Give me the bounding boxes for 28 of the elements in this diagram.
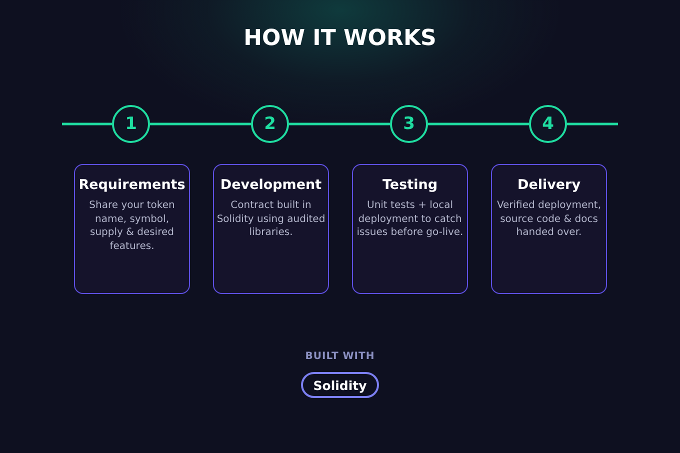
step-card <box>491 164 607 294</box>
timeline-line <box>289 122 390 126</box>
step-circle <box>112 105 150 143</box>
step-number: 3 <box>403 114 415 134</box>
card-heading: Development <box>219 177 323 193</box>
step-number: 1 <box>125 114 137 134</box>
step-circle <box>529 105 567 143</box>
card-description: Unit tests + local deployment to catch issues before go-live. <box>356 199 464 240</box>
section-label: BUILT WITH <box>304 351 376 362</box>
step-number: 2 <box>264 114 276 134</box>
step-card <box>213 164 329 294</box>
step-number: 4 <box>542 114 554 134</box>
timeline-line <box>428 122 529 126</box>
technology-tag: Solidity <box>301 372 379 398</box>
timeline-line <box>567 122 618 126</box>
step-card <box>352 164 468 294</box>
step-circle <box>251 105 289 143</box>
card-heading: Testing <box>382 177 438 193</box>
step-card <box>74 164 190 294</box>
card-description: Share your token name, symbol, supply & desired features. <box>88 199 176 253</box>
timeline-line <box>150 122 251 126</box>
card-heading: Delivery <box>516 177 582 193</box>
card-description: Verified deployment, source code & docs handed over. <box>496 199 602 240</box>
timeline-line <box>62 122 112 126</box>
card-heading: Requirements <box>78 177 186 193</box>
title: HOW IT WORKS <box>242 26 438 51</box>
card-description: Contract built in Solidity using audited libraries. <box>216 199 326 240</box>
step-circle <box>390 105 428 143</box>
